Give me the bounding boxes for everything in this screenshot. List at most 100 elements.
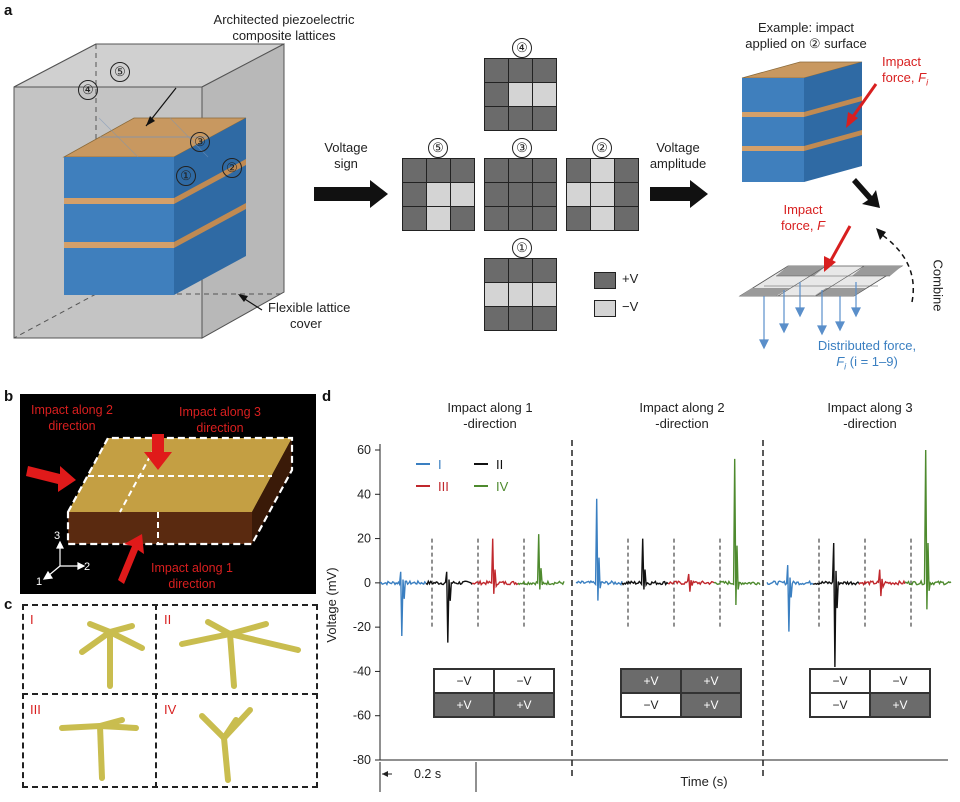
example-label: Example: impact applied on ② surface — [745, 20, 867, 51]
force-plate — [738, 265, 904, 297]
vbox3-cell: +V — [870, 693, 930, 717]
series-trace-I — [379, 571, 427, 637]
legend-pos-label: +V — [622, 271, 639, 286]
panel-letter-b: b — [4, 388, 14, 405]
grid-number-5: ⑤ — [428, 138, 448, 158]
unit-cell-label-IV: IV — [164, 702, 177, 717]
scalebar-arrow — [382, 771, 388, 777]
series-trace-III — [471, 538, 519, 594]
vbox3-cell: −V — [870, 669, 930, 693]
impact-force-i-arrow — [850, 83, 878, 119]
y-tick-label: -20 — [353, 620, 371, 634]
d-heading-1: Impact along 1 -direction — [447, 400, 533, 431]
panel-c-hdivider — [22, 693, 318, 695]
panel-letter-d: d — [322, 388, 332, 405]
vbox2-cell: +V — [681, 669, 741, 693]
y-tick-label: -60 — [353, 709, 371, 723]
arrow-impact-1 — [118, 534, 144, 584]
vbox3-cell: −V — [810, 669, 870, 693]
unit-cells-drawing — [59, 619, 301, 783]
y-tick-label: 0 — [364, 576, 371, 590]
down-arrow — [852, 178, 880, 208]
impact-stack — [741, 61, 863, 182]
arrow-impact-3 — [144, 434, 172, 470]
y-axis-label: Voltage (mV) — [324, 567, 339, 642]
series-trace-II — [813, 542, 860, 668]
distributed-force-label: Distributed force, Fi (i = 1–9) — [817, 338, 917, 372]
series-trace-II — [425, 571, 473, 643]
impact-force-label: Impact force, F — [780, 202, 826, 233]
cube-face-3: ③ — [190, 132, 210, 152]
legend-neg-swatch — [594, 300, 616, 317]
grid-number-4: ④ — [512, 38, 532, 58]
distributed-force-arrows — [759, 282, 861, 350]
arrow-impact-2 — [26, 466, 76, 492]
unit-cell-label-II: II — [164, 612, 172, 627]
vbox1-cell: −V — [434, 669, 494, 693]
lattice-stack — [62, 117, 247, 295]
grid-face-5 — [402, 158, 475, 231]
legend-label-III: III — [438, 479, 449, 494]
panel-letter-c: c — [4, 596, 13, 613]
voltage-box-3: −V −V −V +V — [809, 668, 931, 718]
vbox3-cell: −V — [810, 693, 870, 717]
cube-face-1: ① — [176, 166, 196, 186]
panel-c-frame — [22, 604, 318, 788]
y-tick-label: -80 — [353, 753, 371, 767]
impact-1-label: Impact along 1 direction — [151, 561, 233, 591]
grid-number-2: ② — [592, 138, 612, 158]
lattice-label: Architected piezoelectric composite latt… — [213, 12, 355, 43]
grid-face-3 — [484, 158, 557, 231]
voltage-amplitude-arrow — [650, 180, 708, 208]
axis-1-label: 1 — [36, 576, 43, 588]
grid-face-4 — [484, 58, 557, 131]
voltage-sign-arrow — [314, 180, 388, 208]
vbox1-cell: −V — [494, 669, 554, 693]
impact-2-label: Impact along 2 direction — [31, 403, 113, 433]
impact-force-i-label: Impact force, Fi — [882, 54, 929, 88]
vbox2-cell: +V — [621, 669, 681, 693]
combine-label-wrap: Combine — [928, 258, 948, 318]
vbox2-cell: −V — [621, 693, 681, 717]
d-heading-2: Impact along 2 -direction — [639, 400, 725, 431]
y-tick-label: 40 — [357, 487, 371, 501]
y-tick-label: -40 — [353, 664, 371, 678]
voltage-chart: 60 40 20 0 -20 -40 -60 -80 Voltage (mV) Time (s) I… — [324, 440, 952, 792]
cube-face-4: ④ — [78, 80, 98, 100]
grid-face-1 — [484, 258, 557, 331]
y-tick-label: 60 — [357, 443, 371, 457]
y-tick-label: 20 — [357, 532, 371, 546]
x-axis-label: Time (s) — [680, 774, 727, 789]
voltage-box-2: +V +V −V +V — [620, 668, 742, 718]
series-trace-IV — [713, 458, 761, 606]
axis-2-label: 2 — [84, 561, 91, 573]
series-trace-II — [621, 538, 669, 590]
vbox1-cell: +V — [434, 693, 494, 717]
series-trace-III — [858, 569, 906, 597]
grid-number-1: ① — [512, 238, 532, 258]
grid-number-3: ③ — [512, 138, 532, 158]
series-trace-III — [667, 573, 715, 592]
cube-hidden-edge-d — [13, 293, 97, 339]
legend-label-I: I — [438, 457, 442, 472]
panel-b-photo: Impact along 2 direction Impact along 3 … — [20, 394, 316, 594]
impact-force-arrow — [828, 225, 852, 263]
vbox2-cell: +V — [681, 693, 741, 717]
axis-3-label: 3 — [54, 530, 61, 542]
series-trace-I — [766, 565, 814, 632]
series-trace-IV — [904, 449, 952, 610]
vbox1-cell: +V — [494, 693, 554, 717]
cube-face-5: ⑤ — [110, 62, 130, 82]
voltage-amplitude-label: Voltage amplitude — [649, 140, 707, 171]
cover-label: Flexible lattice cover — [268, 300, 351, 331]
panel-a-drawing — [13, 43, 914, 350]
legend-label-II: II — [496, 457, 503, 472]
scalebar-label: 0.2 s — [414, 767, 442, 781]
legend-pos-swatch — [594, 272, 616, 289]
legend-neg-label: −V — [622, 299, 639, 314]
combine-arrow — [877, 231, 914, 303]
panel-c-vdivider — [155, 604, 157, 788]
combine-label: Combine — [930, 259, 946, 312]
series-trace-IV — [517, 534, 565, 590]
voltage-box-1: −V −V +V +V — [433, 668, 555, 718]
